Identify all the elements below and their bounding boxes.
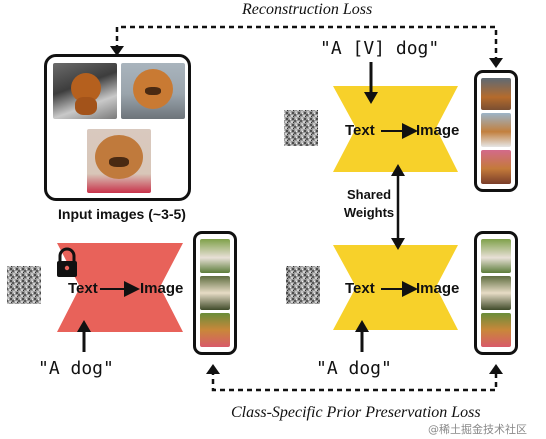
class-photo-3: [200, 313, 230, 347]
image-label-bottom-right: Image: [416, 280, 460, 297]
class-photo-4: [481, 239, 511, 273]
class-photo-2: [200, 276, 230, 310]
finetuned-class-output-frame: [474, 231, 518, 355]
reconstruction-arrowhead-left: [110, 46, 124, 56]
reconstruction-loss-label: Reconstruction Loss: [242, 1, 373, 18]
text-label-top: Text: [345, 122, 375, 139]
image-label-frozen: Image: [140, 280, 184, 297]
class-prompt-right: "A dog": [316, 358, 392, 379]
class-photo-6: [481, 313, 511, 347]
reconstruction-arrowhead-right: [489, 58, 503, 68]
class-prompt-left: "A dog": [38, 358, 114, 379]
text-label-frozen: Text: [68, 280, 98, 297]
class-prior-loss-path: [211, 370, 498, 392]
noise-input-bottom-right: [286, 266, 320, 304]
watermark: @稀土掘金技术社区: [428, 423, 527, 436]
input-photo-1: [53, 63, 117, 119]
lock-icon: [57, 247, 77, 277]
subject-output-frame: [474, 70, 518, 192]
class-prior-loss-label: Class-Specific Prior Preservation Loss: [231, 404, 481, 421]
class-photo-5: [481, 276, 511, 310]
reconstruction-loss-path: [115, 25, 498, 60]
shared-weights-line-1: Shared: [346, 187, 392, 202]
frozen-output-frame: [193, 231, 237, 355]
noise-input-bottom-left: [7, 266, 41, 304]
shared-weights-label: Shared Weights: [334, 186, 404, 222]
output-photo-2: [481, 113, 511, 147]
class-photo-1: [200, 239, 230, 273]
output-photo-1: [481, 78, 511, 110]
shared-weights-line-2: Weights: [343, 205, 395, 220]
finetuned-model-top: [333, 86, 458, 172]
input-images-frame: [44, 54, 191, 201]
class-prior-arrowhead-left: [206, 364, 220, 374]
input-photo-2: [121, 63, 185, 119]
output-photo-3: [481, 150, 511, 184]
image-label-top: Image: [416, 122, 460, 139]
noise-input-top-right: [284, 110, 318, 146]
subject-prompt: "A [V] dog": [320, 38, 440, 59]
input-images-caption: Input images (~3-5): [58, 206, 186, 222]
finetuned-model-bottom: [333, 245, 458, 330]
input-photo-3: [87, 129, 151, 193]
class-prior-arrowhead-right: [489, 364, 503, 374]
frozen-model: [57, 243, 183, 332]
text-label-bottom-right: Text: [345, 280, 375, 297]
